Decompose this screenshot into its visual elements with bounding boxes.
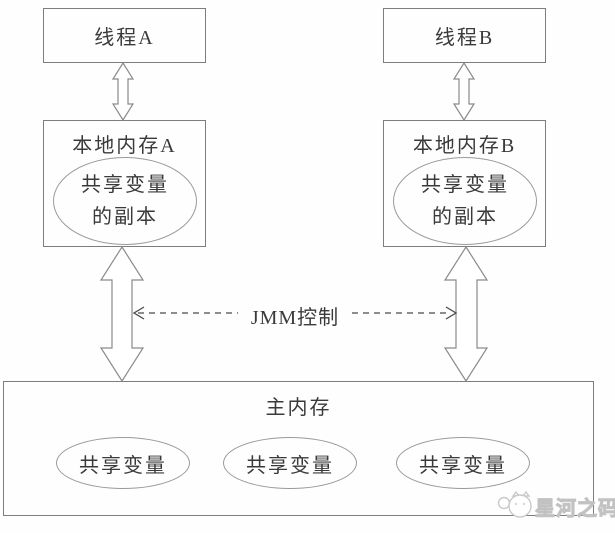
local-memory-a-label: 本地内存A: [72, 135, 177, 157]
copy-b-line1: 共享变量: [421, 173, 509, 196]
jmm-control-label: JMM控制: [250, 307, 340, 329]
copy-b-line2: 的副本: [432, 206, 498, 228]
thread-b-label: 线程B: [434, 27, 495, 49]
jmm-control-dashed-arrow: [132, 306, 458, 320]
shared-variable-copy-ellipse-b: 共享变量 的副本: [393, 157, 537, 245]
main-memory-label: 主内存: [265, 397, 332, 419]
shared-variable-ellipse-3: 共享变量: [396, 437, 530, 489]
shared-variable-3-label: 共享变量: [419, 454, 507, 477]
thread-a-label: 线程A: [94, 27, 155, 49]
shared-variable-copy-ellipse-a: 共享变量 的副本: [53, 157, 197, 245]
watermark: 星河之码: [496, 490, 615, 522]
local-memory-b-box: 本地内存B 共享变量 的副本: [383, 120, 546, 247]
thread-a-box: 线程A: [43, 8, 206, 63]
copy-a-line1: 共享变量: [81, 173, 169, 196]
dashed-arrowhead-left: [132, 306, 145, 320]
local-a-main-memory-double-arrow: [99, 245, 145, 383]
shared-variable-ellipse-2: 共享变量: [223, 437, 357, 489]
local-memory-a-box: 本地内存A 共享变量 的副本: [43, 120, 206, 247]
dashed-arrowhead-right: [445, 306, 458, 320]
main-memory-box: 主内存 共享变量 共享变量 共享变量: [3, 381, 594, 516]
shared-variable-1-label: 共享变量: [79, 454, 167, 477]
copy-a-line2: 的副本: [92, 206, 158, 228]
thread-a-local-a-double-arrow: [111, 61, 135, 122]
watermark-text: 星河之码: [535, 497, 615, 520]
local-memory-b-label: 本地内存B: [412, 135, 517, 157]
watermark-mascot-icon: [497, 490, 532, 518]
thread-b-box: 线程B: [383, 8, 546, 63]
thread-b-local-b-double-arrow: [452, 61, 476, 122]
shared-variable-ellipse-1: 共享变量: [56, 437, 190, 489]
shared-variable-2-label: 共享变量: [246, 454, 334, 477]
local-b-main-memory-double-arrow: [443, 245, 489, 383]
